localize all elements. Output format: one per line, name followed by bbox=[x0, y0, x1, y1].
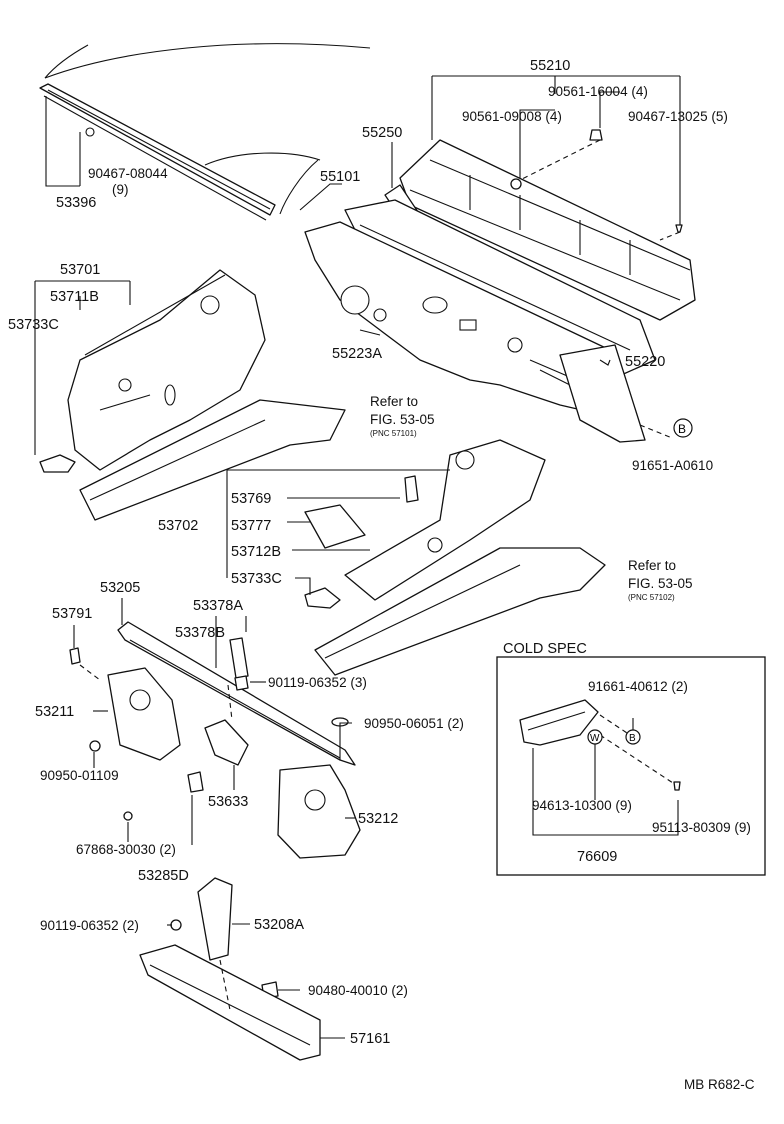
ref1-line1: Refer to bbox=[370, 394, 418, 409]
label-53701: 53701 bbox=[60, 262, 100, 278]
mark-b-main-icon bbox=[673, 418, 693, 438]
label-55223A: 55223A bbox=[332, 346, 382, 362]
label-90950-01109: 90950-01109 bbox=[40, 768, 119, 783]
label-76609: 76609 bbox=[577, 849, 617, 865]
part-53211-side-panel[interactable] bbox=[107, 667, 181, 761]
label-53791: 53791 bbox=[52, 606, 92, 622]
label-53378B: 53378B bbox=[175, 625, 225, 641]
label-53208A: 53208A bbox=[254, 917, 304, 933]
part-57161-crossmember[interactable] bbox=[139, 944, 321, 1061]
label-90561-16004: 90561-16004 (4) bbox=[548, 84, 648, 99]
ref2-line2: FIG. 53-05 bbox=[628, 576, 693, 591]
part-55223A-dash-insulator[interactable] bbox=[304, 221, 626, 421]
ref1-pnc: (PNC 57101) bbox=[370, 429, 417, 438]
ref2-line1: Refer to bbox=[628, 558, 676, 573]
mark-b-main-label: B bbox=[678, 422, 686, 436]
cold-spec-title: COLD SPEC bbox=[503, 641, 587, 657]
bolt-90119-06352-b[interactable] bbox=[170, 919, 182, 931]
label-53633: 53633 bbox=[208, 794, 248, 810]
part-53285D-bracket[interactable] bbox=[187, 771, 204, 793]
ref2-pnc: (PNC 57102) bbox=[628, 593, 675, 602]
part-53733C-bracket-b[interactable] bbox=[304, 587, 341, 609]
label-90467-08044: 90467-08044 bbox=[88, 166, 168, 181]
part-53378-brace[interactable] bbox=[229, 637, 249, 679]
part-53212-side-panel[interactable] bbox=[277, 764, 361, 859]
label-53777: 53777 bbox=[231, 518, 271, 534]
grommet-90950-01109[interactable] bbox=[89, 740, 101, 752]
nut-90561-16004[interactable] bbox=[589, 129, 603, 141]
label-90950-06051: 90950-06051 (2) bbox=[364, 716, 464, 731]
label-67868-30030: 67868-30030 (2) bbox=[76, 842, 176, 857]
label-53212: 53212 bbox=[358, 811, 398, 827]
label-90119-06352-a: 90119-06352 (3) bbox=[268, 675, 367, 690]
part-76609-mudguard[interactable] bbox=[519, 699, 599, 746]
label-55250: 55250 bbox=[362, 125, 402, 141]
clip-67868-30030[interactable] bbox=[123, 811, 133, 821]
mark-b-label: B bbox=[629, 733, 636, 744]
part-53769-bracket[interactable] bbox=[404, 475, 419, 503]
label-90467-13025: 90467-13025 (5) bbox=[628, 109, 728, 124]
label-53396: 53396 bbox=[56, 195, 96, 211]
part-53791-cap[interactable] bbox=[69, 647, 81, 665]
cold-spec-box bbox=[496, 656, 766, 876]
label-53733C-a: 53733C bbox=[8, 317, 59, 333]
label-90480-40010: 90480-40010 (2) bbox=[308, 983, 408, 998]
label-53712B: 53712B bbox=[231, 544, 281, 560]
part-53208A-support[interactable] bbox=[197, 877, 233, 961]
part-side-member-left[interactable] bbox=[79, 399, 346, 521]
part-53205-radiator-support-upper[interactable] bbox=[117, 621, 356, 766]
ref1-line2: FIG. 53-05 bbox=[370, 412, 435, 427]
label-53702: 53702 bbox=[158, 518, 198, 534]
part-53777-bracket[interactable] bbox=[304, 504, 366, 549]
part-53702-apron-right[interactable] bbox=[344, 439, 546, 601]
label-91651-A0610: 91651-A0610 bbox=[632, 458, 713, 473]
label-90467-08044-qty: (9) bbox=[112, 182, 129, 197]
hood-outline bbox=[44, 43, 371, 215]
label-55210: 55210 bbox=[530, 58, 570, 74]
bolt-90119-06352-a[interactable] bbox=[234, 675, 249, 691]
label-53769: 53769 bbox=[231, 491, 271, 507]
mark-w-label: W bbox=[590, 733, 600, 744]
label-90561-09008: 90561-09008 (4) bbox=[462, 109, 562, 124]
footer-code: MB R682-C bbox=[684, 1077, 755, 1092]
label-53711B: 53711B bbox=[50, 289, 99, 305]
part-53633-bracket[interactable] bbox=[204, 719, 249, 766]
nut-90561-09008[interactable] bbox=[510, 178, 522, 190]
label-55220: 55220 bbox=[625, 354, 665, 370]
label-53733C-b: 53733C bbox=[231, 571, 282, 587]
part-55220-lower-panel[interactable] bbox=[559, 344, 646, 443]
part-53701-apron[interactable] bbox=[67, 269, 266, 471]
screw-90467-13025[interactable] bbox=[675, 224, 683, 233]
label-53378A: 53378A bbox=[193, 598, 243, 614]
label-94613-10300: 94613-10300 (9) bbox=[532, 798, 632, 813]
leader-lines bbox=[34, 75, 681, 1039]
label-53205: 53205 bbox=[100, 580, 140, 596]
label-95113-80309: 95113-80309 (9) bbox=[652, 820, 751, 835]
label-57161: 57161 bbox=[350, 1031, 390, 1047]
label-90119-06352-b: 90119-06352 (2) bbox=[40, 918, 139, 933]
label-91661-40612: 91661-40612 (2) bbox=[588, 679, 688, 694]
part-53396-weatherstrip[interactable] bbox=[39, 83, 276, 221]
part-side-member-right[interactable] bbox=[314, 547, 606, 676]
label-55101: 55101 bbox=[320, 169, 360, 185]
label-53285D: 53285D bbox=[138, 868, 189, 884]
label-53211: 53211 bbox=[35, 704, 74, 720]
part-53733C-bracket-a[interactable] bbox=[39, 454, 76, 473]
